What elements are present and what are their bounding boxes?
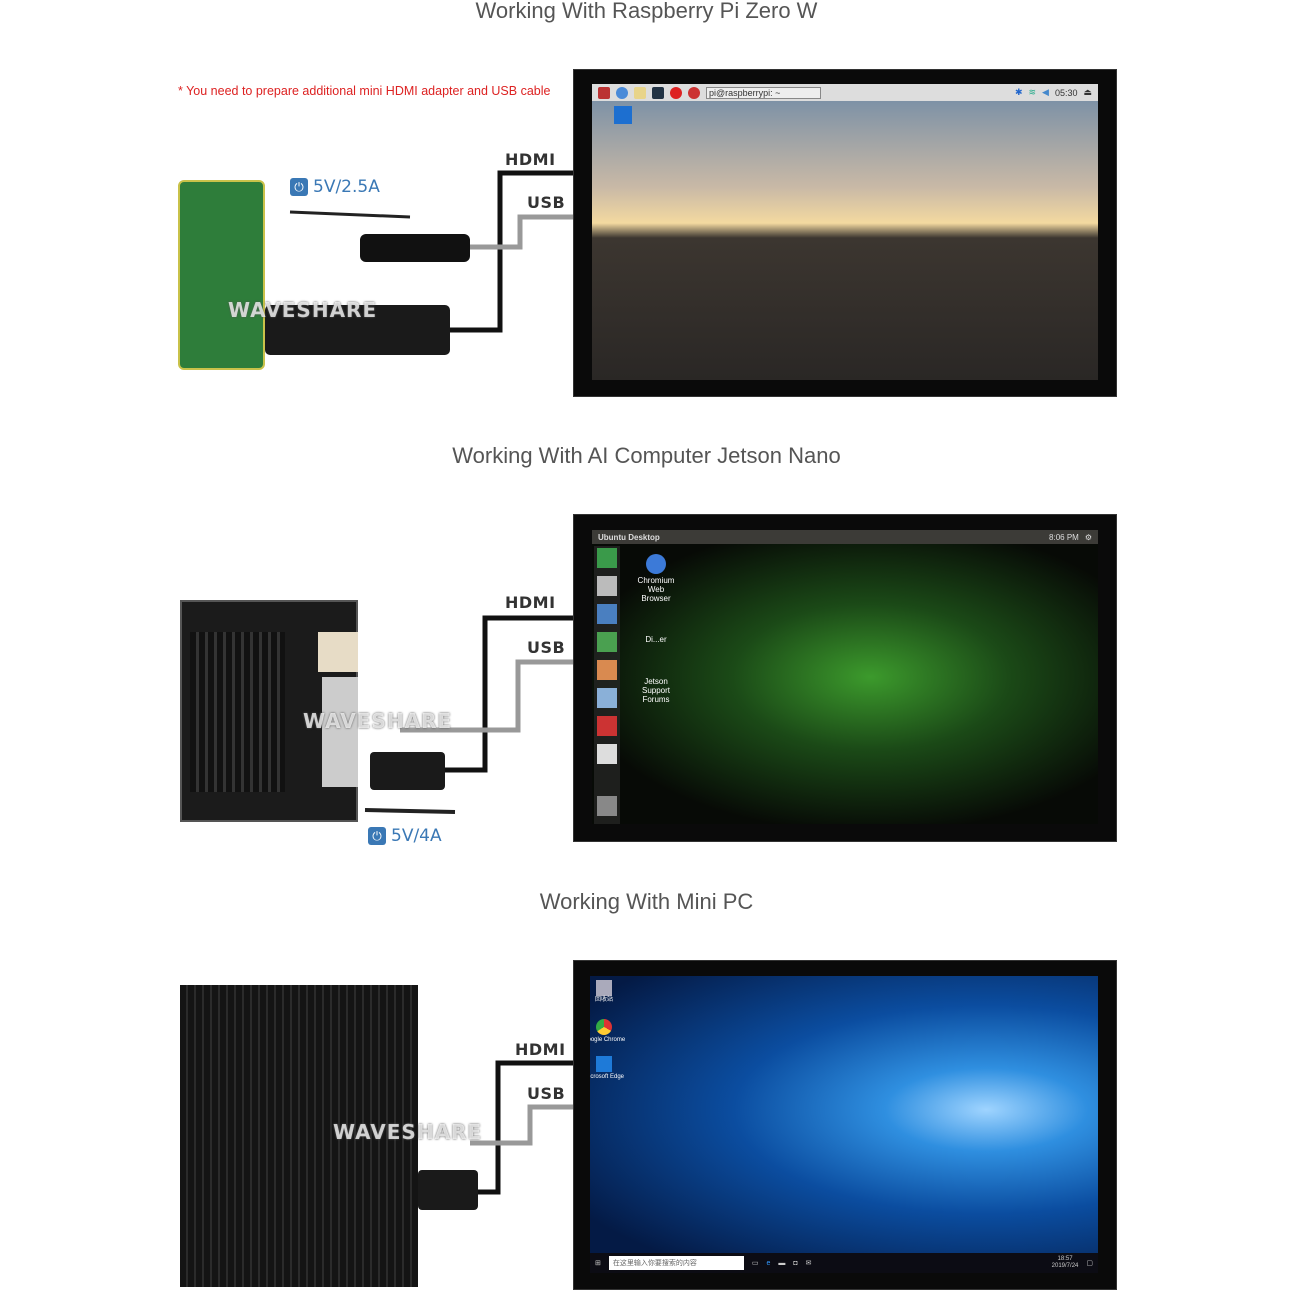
usb-cable <box>400 659 573 733</box>
power-spec: ⏻5V/2.5A <box>290 177 380 197</box>
menu-icon[interactable] <box>598 86 610 99</box>
watermark: WAVESHARE <box>333 1120 483 1144</box>
power-spec: ⏻5V/4A <box>368 826 442 846</box>
ubuntu-topbar: Ubuntu Desktop 8:06 PM ⚙ <box>592 530 1098 544</box>
usb-cable <box>470 1104 573 1146</box>
hdmi-plug <box>370 752 445 790</box>
topbar-title: Ubuntu Desktop <box>598 532 660 542</box>
software-icon[interactable] <box>597 688 617 708</box>
chromium-icon[interactable] <box>646 554 666 574</box>
section-title: Working With AI Computer Jetson Nano <box>452 443 841 468</box>
watermark: WAVESHARE <box>228 298 378 322</box>
mathematica-icon[interactable] <box>670 86 682 99</box>
drive-icon[interactable] <box>597 744 617 764</box>
wolfram-icon[interactable] <box>688 86 700 99</box>
recycle-bin-icon[interactable] <box>596 980 612 996</box>
desktop-icon-label[interactable]: 回收站 <box>594 997 613 1003</box>
terminal-task[interactable]: pi@raspberrypi: ~ <box>706 86 822 99</box>
chrome-icon[interactable] <box>596 1019 612 1035</box>
section-title: Working With Mini PC <box>539 889 754 914</box>
display-monitor: pi@raspberrypi: ~ ✱ ≋ ◀ 05:30 ⏏ <box>573 69 1117 397</box>
edge-icon[interactable] <box>596 1056 612 1072</box>
windows-desktop: 回收站 Google Chrome Microsoft Edge ⊞ 在这里输入… <box>590 976 1098 1273</box>
taskbar: pi@raspberrypi: ~ ✱ ≋ ◀ 05:30 ⏏ <box>592 84 1098 101</box>
hdmi-cable <box>440 170 573 333</box>
section-title: Working With Raspberry Pi Zero W <box>475 0 818 23</box>
files-icon[interactable] <box>597 576 617 596</box>
usb-label: USB <box>527 193 566 212</box>
desktop-icon-label[interactable]: Google Chrome <box>590 1037 626 1043</box>
clock: 8:06 PM <box>1049 532 1079 542</box>
power-icon: ⏻ <box>368 827 386 845</box>
hdmi-label: HDMI <box>515 1040 566 1059</box>
settings-gear-icon[interactable]: ⚙ <box>1084 532 1092 542</box>
search-box[interactable]: 在这里输入你要搜索的内容 <box>608 1256 744 1270</box>
mini-pc <box>180 985 418 1287</box>
desktop-icon-label[interactable]: Di...er <box>645 635 667 644</box>
notification-icon[interactable]: ▢ <box>1086 1260 1093 1267</box>
bluetooth-icon[interactable]: ✱ <box>1014 87 1023 97</box>
display-monitor: 回收站 Google Chrome Microsoft Edge ⊞ 在这里输入… <box>573 960 1117 1290</box>
start-icon[interactable]: ⊞ <box>595 1260 601 1267</box>
hdmi-cable <box>440 615 573 773</box>
display-monitor: Ubuntu Desktop 8:06 PM ⚙ Chromium Web Br… <box>573 514 1117 842</box>
explorer-icon[interactable]: ▬ <box>778 1259 786 1267</box>
mail-icon[interactable]: ✉ <box>805 1260 812 1267</box>
hdmi-plug <box>418 1170 478 1210</box>
desktop-icon-label[interactable]: Microsoft Edge <box>590 1074 625 1080</box>
usb-cable <box>470 214 573 250</box>
browser-icon[interactable] <box>616 86 628 99</box>
power-cable <box>289 210 411 219</box>
usb-label: USB <box>527 638 566 657</box>
watermark: WAVESHARE <box>303 709 453 733</box>
desktop-icon-label[interactable]: Jetson Support Forums <box>641 677 671 704</box>
impress-icon[interactable] <box>597 660 617 680</box>
power-cable <box>364 808 456 814</box>
trash-icon[interactable] <box>597 796 617 816</box>
usb-label: USB <box>527 1084 566 1103</box>
hdmi-label: HDMI <box>505 593 556 612</box>
calc-icon[interactable] <box>597 632 617 652</box>
launcher <box>594 546 620 824</box>
raspbian-desktop: pi@raspberrypi: ~ ✱ ≋ ◀ 05:30 ⏏ <box>592 84 1098 380</box>
otg-adapter <box>360 234 470 262</box>
folder-icon[interactable] <box>634 86 646 99</box>
task-view-icon[interactable]: ▭ <box>751 1260 759 1267</box>
ubuntu-dash-icon[interactable] <box>597 548 617 568</box>
clock: 05:30 <box>1054 87 1078 98</box>
desktop-icon-label[interactable]: Chromium Web Browser <box>637 576 675 603</box>
volume-icon[interactable]: ◀ <box>1042 87 1049 97</box>
eject-icon[interactable]: ⏏ <box>1083 87 1092 97</box>
settings-icon[interactable] <box>597 716 617 736</box>
adapter-note: * You need to prepare additional mini HD… <box>178 84 551 98</box>
hdmi-label: HDMI <box>505 150 556 169</box>
terminal-icon[interactable] <box>652 86 664 99</box>
power-icon: ⏻ <box>290 178 308 196</box>
store-icon[interactable]: ◘ <box>793 1259 798 1267</box>
wifi-icon[interactable]: ≋ <box>1028 87 1037 97</box>
edge-taskbar-icon[interactable]: e <box>766 1259 771 1267</box>
hdmi-cable <box>470 1060 573 1195</box>
ubuntu-desktop: Ubuntu Desktop 8:06 PM ⚙ Chromium Web Br… <box>592 530 1098 824</box>
jetson-nano-board <box>180 600 358 822</box>
trash-icon[interactable] <box>614 106 632 124</box>
raspberry-pi-zero-board <box>178 180 265 370</box>
writer-icon[interactable] <box>597 604 617 624</box>
mini-hdmi-adapter <box>265 305 450 355</box>
